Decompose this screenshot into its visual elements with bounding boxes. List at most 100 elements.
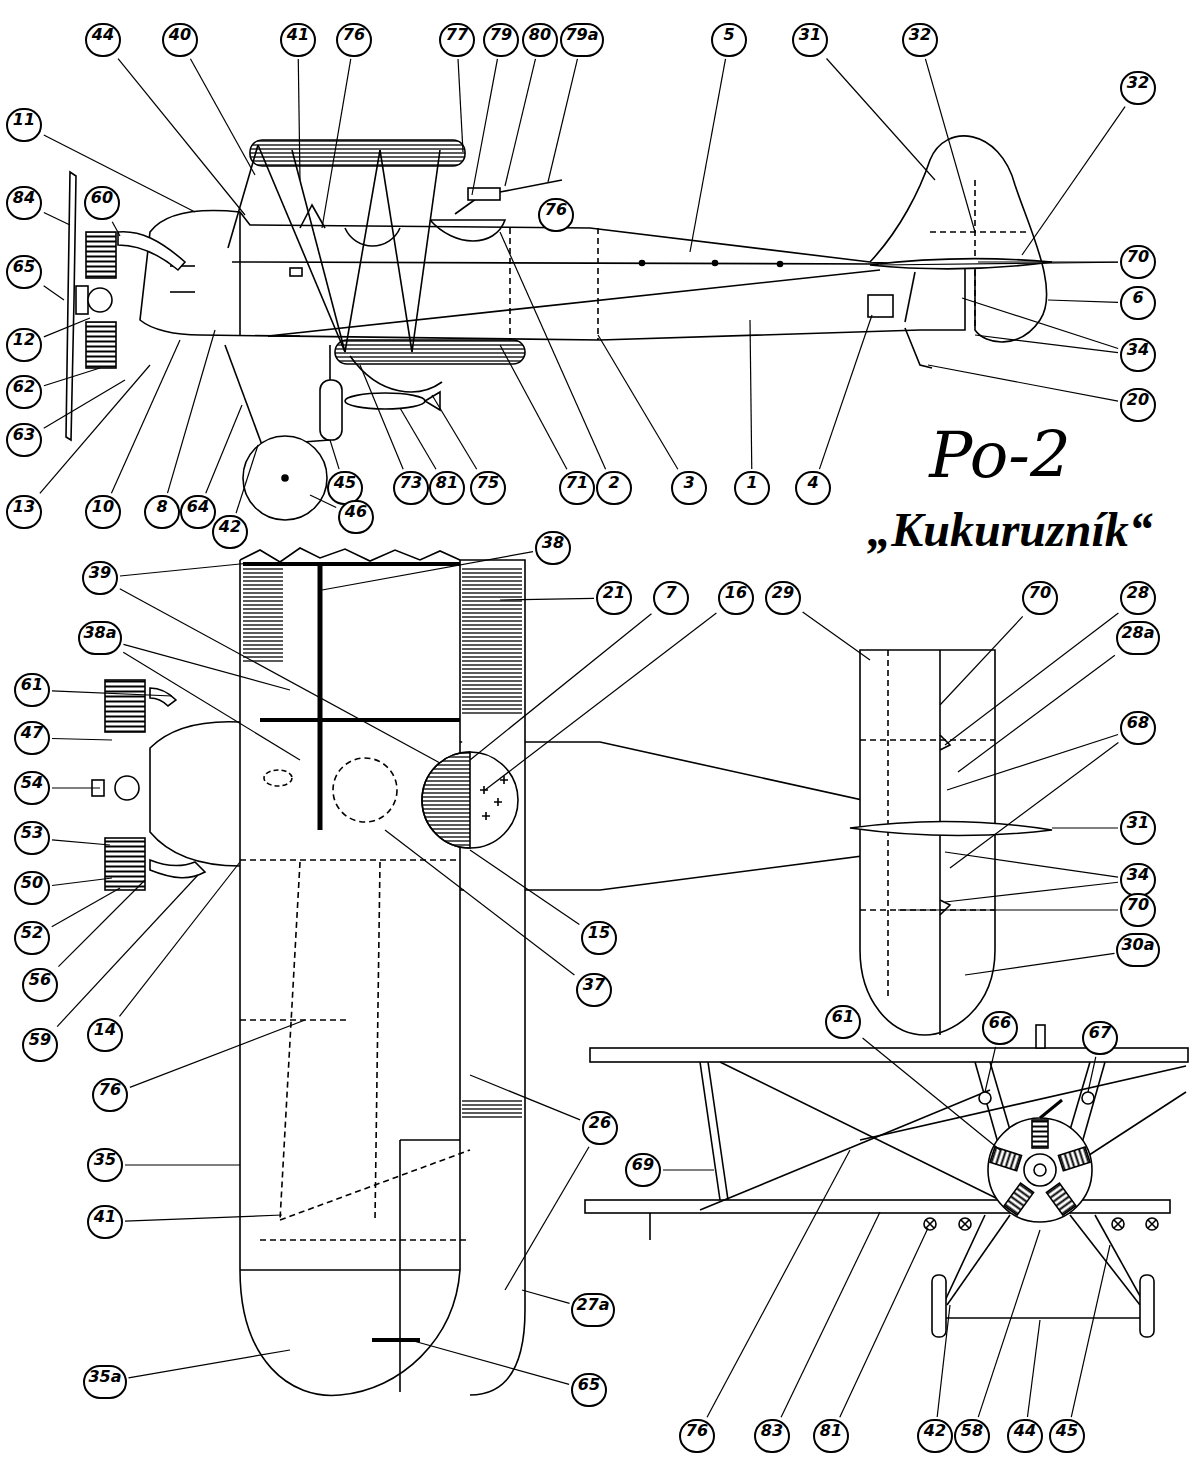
- callout-number: 14: [87, 1018, 123, 1052]
- drawing-line: [932, 1275, 946, 1337]
- leader-line: [298, 59, 300, 180]
- leader-line: [385, 830, 574, 975]
- leader-line: [125, 1164, 240, 1165]
- drawing-line: [988, 1118, 1092, 1222]
- leader-line: [57, 875, 198, 1027]
- leader-line: [978, 1230, 1040, 1417]
- drawing-line: [640, 261, 645, 266]
- leader-line: [500, 598, 594, 600]
- drawing-line: [380, 150, 412, 352]
- drawing-line: [462, 566, 522, 716]
- leader-line: [958, 655, 1115, 772]
- callout-number: 2: [596, 471, 632, 505]
- callout-number: 59: [22, 1028, 58, 1062]
- leader-line: [548, 59, 577, 182]
- drawing-line: [1058, 1147, 1090, 1171]
- leader-line: [663, 1169, 714, 1170]
- drawing-line: [345, 393, 425, 409]
- leader-line: [40, 365, 150, 493]
- callout-number: 76: [679, 1419, 715, 1453]
- leader-line: [781, 1212, 880, 1417]
- drawing-line: [990, 1120, 1090, 1215]
- leader-line: [945, 613, 1118, 745]
- callout-number: 68: [1120, 711, 1156, 745]
- drawing-line: [939, 650, 941, 1035]
- drawing-line: [375, 862, 380, 1220]
- leader-line: [1048, 300, 1118, 302]
- callout-number: 52: [14, 921, 50, 955]
- callout-number: 71: [559, 471, 595, 505]
- drawing-line: [88, 288, 112, 312]
- callout-number: 70: [1120, 245, 1156, 279]
- drawing-line: [930, 231, 1030, 233]
- drawing-line: [860, 739, 995, 741]
- callout-number: 37: [576, 973, 612, 1007]
- leader-line: [1088, 1057, 1096, 1092]
- callout-number: 6: [1120, 286, 1156, 320]
- callout-number: 75: [470, 471, 506, 505]
- leader-line: [111, 340, 180, 493]
- callout-number: 81: [429, 471, 465, 505]
- leader-line: [840, 1228, 928, 1417]
- drawing-line: [1040, 1100, 1062, 1118]
- drawing-line: [170, 291, 195, 293]
- callout-number: 13: [6, 495, 42, 529]
- drawing-line: [778, 262, 783, 267]
- callout-number: 39: [82, 561, 118, 595]
- drawing-line: [700, 1090, 990, 1210]
- callout-number: 79: [483, 23, 519, 57]
- drawing-line: [943, 1215, 985, 1305]
- leader-line: [322, 59, 351, 228]
- callout-number: 38a: [78, 621, 121, 655]
- drawing-line: [1032, 1120, 1048, 1148]
- leader-line: [44, 368, 100, 386]
- leader-line: [975, 335, 1118, 353]
- leader-line: [505, 59, 535, 186]
- callout-number: 61: [14, 673, 50, 707]
- callout-number: 80: [522, 23, 558, 57]
- callout-number: 66: [982, 1011, 1018, 1045]
- drawing-line: [228, 145, 258, 248]
- leader-line: [505, 1147, 589, 1290]
- drawing-line: [649, 1213, 651, 1240]
- callout-number: 61: [825, 1005, 861, 1039]
- drawing-line: [225, 345, 262, 445]
- drawing-line: [422, 752, 470, 848]
- drawing-line: [924, 1218, 1158, 1230]
- leader-line: [118, 59, 245, 215]
- drawing-line: [115, 776, 139, 800]
- callout-number: 50: [14, 871, 50, 905]
- callout-number: 84: [6, 186, 42, 220]
- drawing-line: [708, 1062, 728, 1200]
- callout-number: 35a: [83, 1365, 126, 1399]
- drawing-line: [1004, 1183, 1033, 1215]
- callout-number: 45: [1049, 1419, 1085, 1453]
- leader-line: [52, 691, 172, 696]
- callout-number: 31: [1120, 811, 1156, 845]
- callout-number: 41: [280, 23, 316, 57]
- drawing-line: [150, 722, 240, 866]
- callout-number: 65: [6, 255, 42, 289]
- callout-number: 41: [87, 1205, 123, 1239]
- drawing-line: [905, 328, 932, 368]
- leader-line: [925, 59, 975, 232]
- leader-line: [206, 405, 242, 493]
- drawing-line: [1140, 1275, 1154, 1337]
- drawing-line: [975, 1062, 1000, 1150]
- drawing-line: [990, 1062, 1010, 1130]
- callout-number: 69: [625, 1153, 661, 1187]
- leader-line: [500, 232, 606, 469]
- callout-number: 27a: [571, 1293, 614, 1327]
- leader-line: [978, 261, 1118, 262]
- callout-number: 54: [14, 771, 50, 805]
- callout-number: 31: [792, 23, 828, 57]
- drawing-line: [240, 548, 460, 562]
- front-view: [585, 1025, 1188, 1337]
- callout-number: 26: [582, 1111, 618, 1145]
- drawing-line: [335, 340, 525, 364]
- leader-line: [1071, 1245, 1110, 1417]
- leader-line: [803, 612, 870, 660]
- drawing-line: [1146, 1218, 1158, 1230]
- callout-number: 28a: [1116, 621, 1159, 655]
- leader-line: [928, 365, 1118, 401]
